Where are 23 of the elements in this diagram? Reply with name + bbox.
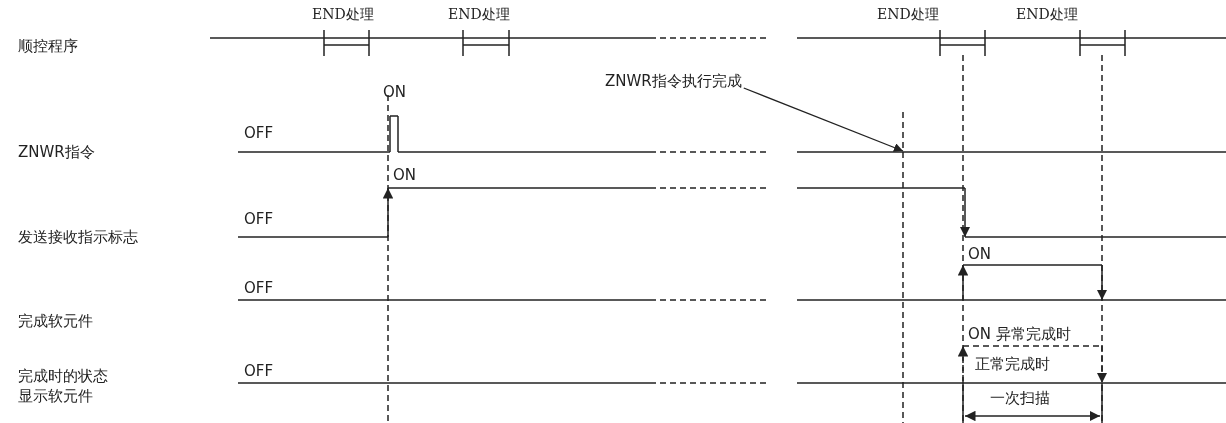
leader-line	[743, 87, 904, 152]
state-label: OFF	[244, 210, 274, 228]
end-label: END处理	[448, 5, 510, 23]
state-label: ON	[383, 83, 407, 101]
signal-name: 顺控程序	[18, 37, 78, 55]
timing-waveform	[237, 115, 1226, 153]
state-label: OFF	[244, 124, 274, 142]
note-text: ZNWR指令执行完成	[605, 72, 742, 90]
condition-label: 正常完成时	[975, 355, 1050, 373]
end-label: END处理	[877, 5, 939, 23]
state-label: ON	[968, 325, 992, 343]
signal-name: 完成时的状态显示软元件	[18, 366, 109, 406]
state-label: OFF	[244, 279, 274, 297]
state-label: ON	[393, 166, 417, 184]
dimension-label: 一次扫描	[990, 389, 1050, 407]
signal-name: ZNWR指令	[18, 143, 95, 161]
end-label: END处理	[1016, 5, 1078, 23]
end-label: END处理	[312, 5, 374, 23]
state-label: OFF	[244, 362, 274, 380]
state-label: ON	[968, 245, 992, 263]
condition-label: 异常完成时	[996, 325, 1071, 343]
signal-name: 完成软元件	[18, 312, 93, 330]
signal-name: 发送接收指示标志	[18, 228, 138, 246]
